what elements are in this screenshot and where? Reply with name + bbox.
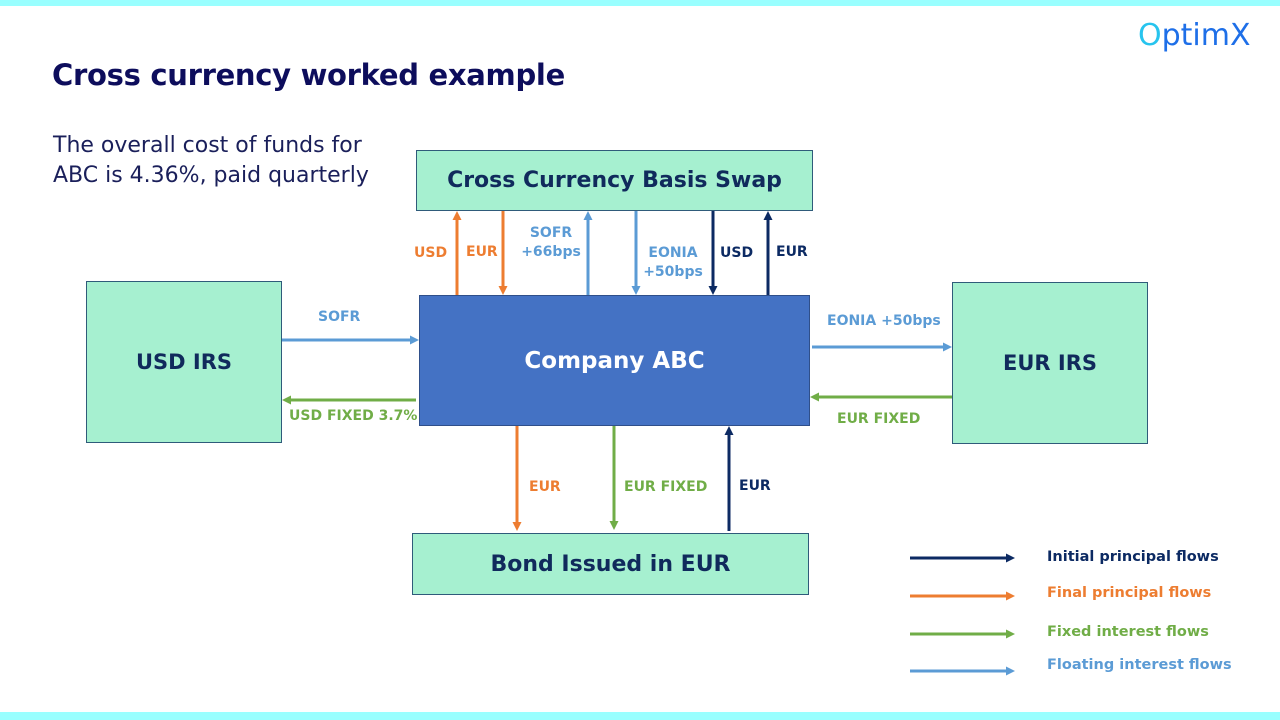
arrow-swap-eur-final-head [498,286,508,295]
flow-label-swap-eonia: EONIA +50bps [643,245,703,280]
arrow-eur-irs-fixed [810,392,952,402]
cost-of-funds-text: The overall cost of funds for ABC is 4.3… [53,133,369,188]
optimx-logo: OptimX [1138,18,1251,53]
flow-label-swap-usd-final: USD [414,245,448,261]
legend-arrow-final-principal-head [1006,591,1015,601]
bottom-accent-band [0,712,1280,720]
legend-arrow-initial-principal [910,553,1015,563]
arrow-swap-eur-final [498,211,508,295]
company-label: Company ABC [524,347,705,374]
arrow-swap-eur-initial [763,211,773,295]
usd-irs-box: USD IRS [86,281,282,443]
arrow-swap-eur-initial-head [763,211,773,220]
arrow-bond-eur-final-head [512,522,522,531]
arrow-bond-eur-initial-head [724,426,734,435]
legend-arrow-floating-interest [910,666,1015,676]
flow-label-swap-eur-final: EUR [466,244,498,260]
flow-label-usd-irs-sofr: SOFR [318,309,361,325]
arrow-bond-eur-fixed [609,426,619,530]
arrow-usd-irs-sofr-head [410,335,419,345]
arrow-eur-irs-fixed-head [810,392,819,402]
flow-label-swap-eur-initial: EUR [776,244,808,260]
arrow-swap-usd-final [452,211,462,295]
flow-label-usd-irs-fixed: USD FIXED 3.7% [289,408,418,424]
legend-arrow-final-principal [910,591,1015,601]
flow-label-bond-eur-final: EUR [529,479,561,495]
arrow-bond-eur-initial [724,426,734,531]
flow-label-eur-irs-eonia: EONIA +50bps [827,313,941,329]
arrow-usd-irs-sofr [282,335,419,345]
flow-label-swap-sofr: SOFR +66bps [521,225,581,260]
legend-arrow-floating-interest-head [1006,666,1015,676]
top-accent-band [0,0,1280,6]
legend-final-principal: Final principal flows [1047,585,1212,601]
arrow-swap-sofr-head [583,211,593,220]
arrow-eur-irs-eonia [812,342,952,352]
legend-fixed-interest: Fixed interest flows [1047,624,1209,640]
arrow-eur-irs-eonia-head [943,342,952,352]
legend-arrow-initial-principal-head [1006,553,1015,563]
legend-initial-principal: Initial principal flows [1047,549,1219,565]
slide-title: Cross currency worked example [52,58,565,92]
flow-label-bond-eur-initial: EUR [739,478,771,494]
arrow-bond-eur-final [512,426,522,531]
arrow-usd-irs-fixed-head [282,395,291,405]
arrow-swap-usd-initial [708,211,718,295]
arrow-swap-usd-final-head [452,211,462,220]
arrow-swap-eonia-head [631,286,641,295]
arrow-usd-irs-fixed [282,395,416,405]
legend-floating-interest: Floating interest flows [1047,657,1232,673]
arrow-swap-usd-initial-head [708,286,718,295]
cross-currency-basis-swap-box: Cross Currency Basis Swap [416,150,813,211]
eur-irs-label: EUR IRS [1003,351,1097,375]
company-abc-box: Company ABC [419,295,810,426]
logo-o: O [1138,18,1162,53]
legend-arrow-fixed-interest-head [1006,629,1015,639]
bond-issued-in-eur-box: Bond Issued in EUR [412,533,809,595]
flow-label-swap-usd-initial: USD [720,245,754,261]
swap-label: Cross Currency Basis Swap [447,168,782,193]
bond-label: Bond Issued in EUR [490,551,731,577]
eur-irs-box: EUR IRS [952,282,1148,444]
usd-irs-label: USD IRS [135,350,233,374]
arrow-bond-eur-fixed-head [609,521,619,530]
logo-rest: ptimX [1161,18,1251,53]
flow-label-bond-eur-fixed: EUR FIXED [624,479,708,495]
flow-label-eur-irs-fixed: EUR FIXED [837,411,921,427]
legend-arrow-fixed-interest [910,629,1015,639]
